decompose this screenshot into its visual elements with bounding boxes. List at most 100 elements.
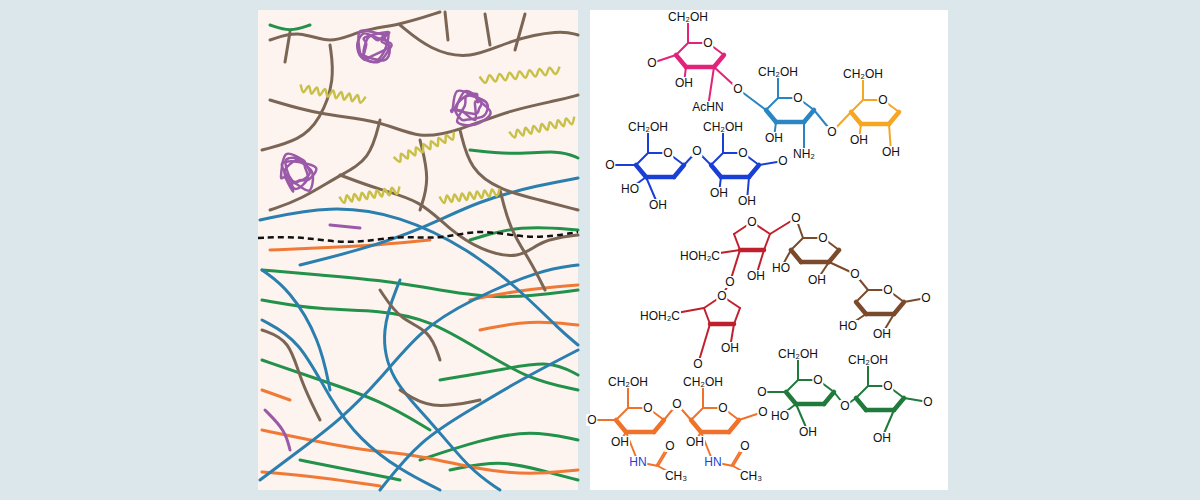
chem-label: AcHN — [691, 101, 724, 113]
sugar-ring — [791, 238, 803, 250]
galactomannan-strand — [330, 225, 360, 228]
cell-wall-illustration — [258, 12, 578, 490]
chem-label: OH — [720, 342, 740, 354]
chem-label: O — [586, 414, 597, 426]
chem-label: OH — [872, 432, 892, 444]
chem-label: O — [812, 374, 823, 386]
mannan-chain — [400, 390, 480, 405]
chitin-fibre — [480, 322, 578, 330]
sugar-ring — [804, 110, 814, 122]
sugar-ring — [721, 175, 749, 180]
mannan-chain — [380, 290, 440, 360]
chem-label: CH₃ — [739, 470, 763, 482]
chem-label: O — [746, 216, 757, 228]
mannan-chain — [262, 45, 332, 150]
glycoprotein-strand — [301, 85, 366, 103]
sugar-ring — [889, 112, 899, 124]
chem-label: CH₂OH — [847, 354, 889, 366]
sugar-ring — [766, 110, 776, 122]
glycoprotein-strand — [440, 189, 500, 203]
chem-label: O — [671, 398, 682, 410]
chem-label: HO — [771, 262, 791, 274]
sugar-ring — [714, 55, 724, 67]
chem-label: OH — [648, 199, 668, 211]
sugar-ring — [676, 55, 686, 67]
sugar-ring — [856, 290, 868, 302]
glycoprotein-strand — [480, 67, 560, 83]
sugar-ring — [711, 165, 721, 177]
chem-label: O — [739, 440, 750, 452]
sugar-ring — [691, 408, 703, 420]
chem-label: CH₂OH — [627, 121, 669, 133]
glycoprotein-strand — [394, 132, 454, 162]
chem-label: O — [664, 440, 675, 452]
chem-label: CH₂OH — [702, 121, 744, 133]
chem-label: CH₂OH — [842, 68, 884, 80]
sugar-ring — [740, 248, 764, 253]
chem-label: OH — [849, 134, 869, 146]
chem-label: O — [792, 92, 803, 104]
chem-label: O — [692, 358, 703, 370]
chem-label: O — [724, 276, 735, 288]
sugar-ring — [866, 312, 894, 317]
sugar-ring — [636, 153, 648, 165]
chem-label: O — [716, 290, 727, 302]
sugar-ring — [674, 165, 684, 177]
chem-label: O — [877, 94, 888, 106]
chem-label: OH — [798, 426, 818, 438]
chem-label: O — [717, 402, 728, 414]
mannan-chain — [340, 175, 578, 255]
sugar-ring — [646, 175, 674, 180]
sugar-ring — [801, 260, 829, 265]
chem-label: OH — [709, 187, 729, 199]
sugar-ring — [766, 98, 778, 110]
chem-label: O — [604, 159, 615, 171]
mannan-chain — [460, 130, 578, 210]
chem-label: O — [849, 268, 860, 280]
protein-tangle — [457, 94, 491, 125]
chitin-fibre — [262, 472, 380, 486]
sugar-ring — [776, 120, 804, 125]
sugar-ring — [701, 430, 729, 435]
sugar-ring — [616, 408, 628, 420]
chem-label: OH — [685, 436, 705, 448]
chem-label: HN — [628, 456, 647, 468]
glycoprotein-strand — [339, 187, 399, 203]
chem-label: O — [777, 155, 788, 167]
glucan-fibre — [262, 270, 330, 390]
structure-panel — [590, 10, 948, 490]
galactomannan-strand — [265, 410, 290, 450]
sugar-ring — [894, 398, 904, 410]
glucan-fibre — [300, 178, 578, 265]
chem-label: O — [882, 284, 893, 296]
chem-label: O — [662, 147, 673, 159]
glycoprotein-strand — [509, 117, 574, 138]
chem-label: O — [839, 400, 850, 412]
chem-label: CH₂OH — [757, 66, 799, 78]
chem-label: CH₂OH — [607, 376, 649, 388]
glucan-fibre — [270, 25, 310, 30]
sugar-ring — [729, 420, 739, 432]
sugar-ring — [616, 420, 626, 432]
chem-label: HO — [620, 183, 640, 195]
mannan-chain — [500, 190, 545, 290]
sugar-ring — [704, 308, 710, 324]
glucan-fibre — [440, 364, 578, 380]
chem-label: O — [790, 212, 801, 224]
chem-label: OH — [746, 270, 766, 282]
layer-boundary — [258, 232, 578, 242]
chem-label: HOH₂C — [639, 310, 681, 322]
chem-label: O — [702, 37, 713, 49]
chem-label: HN — [703, 456, 722, 468]
chem-label: CH₂OH — [667, 11, 709, 23]
wall-panel — [258, 10, 578, 490]
chem-label: CH₂OH — [682, 376, 724, 388]
chem-label: O — [922, 396, 933, 408]
chem-label: O — [826, 126, 837, 138]
chem-label: HOH₂C — [679, 250, 721, 262]
mannan-chain — [262, 330, 320, 420]
sugar-ring — [676, 43, 688, 55]
chem-label: OH — [737, 195, 757, 207]
sugar-ring — [856, 302, 866, 314]
